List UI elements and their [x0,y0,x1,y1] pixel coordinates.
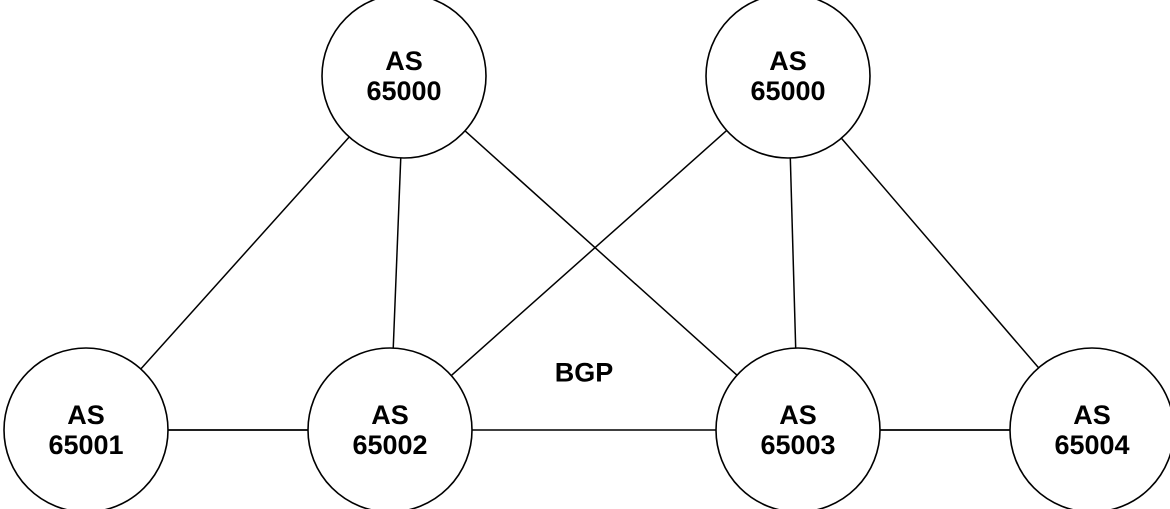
node-top-right[interactable] [705,0,871,159]
edge-top-right-to-bottom-as2 [450,129,728,377]
edge-top-left-to-bottom-as1 [140,136,350,370]
node-top-left[interactable] [321,0,487,159]
edge-top-right-to-bottom-as3 [789,157,797,349]
node-bottom-as4[interactable] [1009,347,1170,509]
node-bottom-as3[interactable] [715,347,881,509]
edge-top-left-to-bottom-as3 [464,130,738,376]
edge-top-left-to-bottom-as2 [392,157,402,349]
bgp-label: BGP [554,357,614,388]
node-bottom-as1[interactable] [3,347,169,509]
edge-top-right-to-bottom-as4 [840,137,1040,369]
node-bottom-as2[interactable] [307,347,473,509]
